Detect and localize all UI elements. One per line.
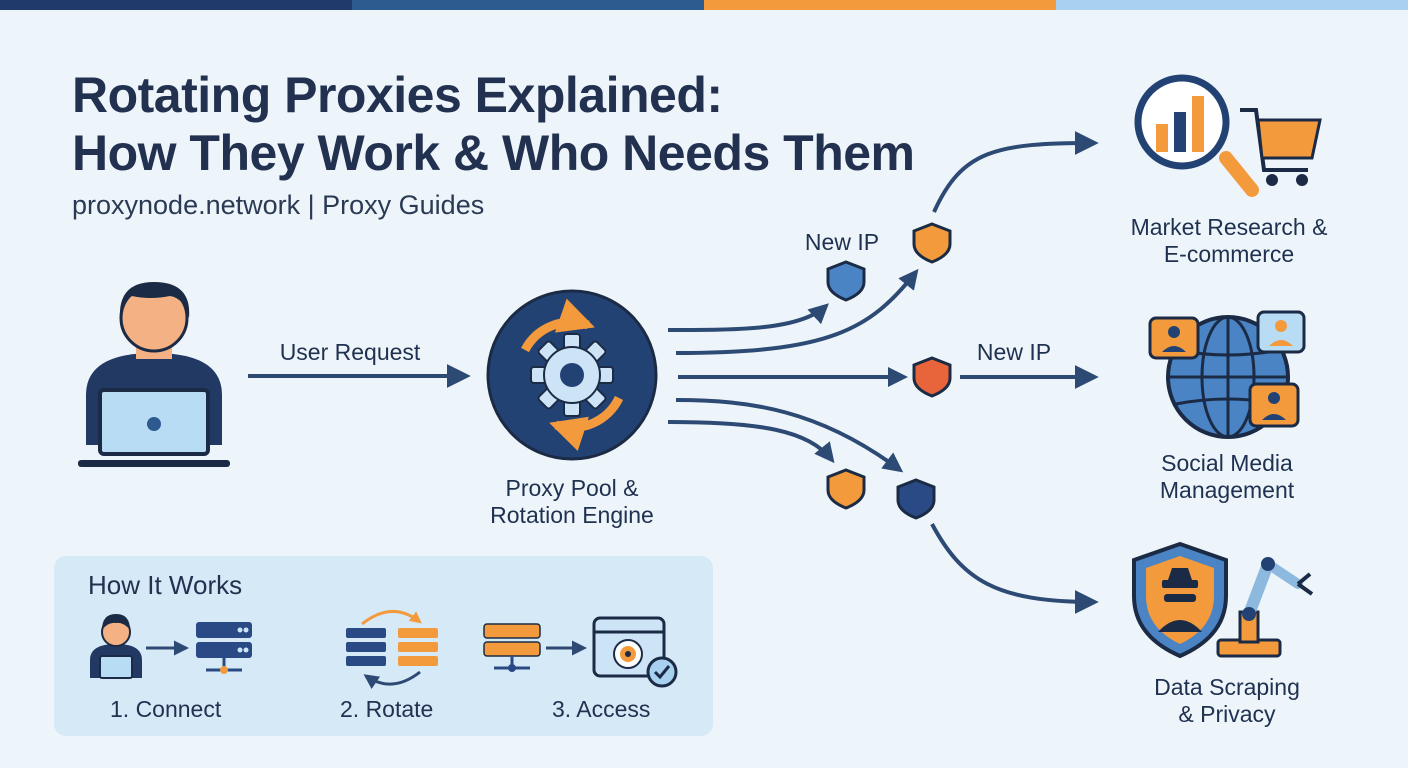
- shield-spy-robot-arm-icon: [1132, 541, 1314, 659]
- shield-icon-orange-2: [826, 468, 866, 510]
- proxy-engine-icon: [486, 289, 658, 461]
- top-bar-segment-orange: [704, 0, 1056, 10]
- top-color-bar: [0, 0, 1408, 10]
- shield-icon-red: [912, 356, 952, 398]
- use-case-label-line-1: Data Scraping: [1154, 674, 1300, 700]
- page-title: Rotating Proxies Explained: How They Wor…: [72, 66, 915, 182]
- shield-icon-blue-1: [826, 260, 866, 302]
- top-bar-segment-navy: [0, 0, 352, 10]
- user-request-label: User Request: [279, 339, 421, 365]
- use-case-label-line-1: Market Research &: [1130, 214, 1328, 240]
- use-case-label-line-1: Social Media: [1161, 450, 1293, 476]
- magnifier-chart-cart-icon: [1134, 74, 1322, 197]
- step-rotate-label: 2. Rotate: [340, 696, 434, 722]
- new-ip-label-top: New IP: [804, 229, 880, 255]
- use-case-label-line-2: & Privacy: [1178, 701, 1276, 727]
- use-case-label-line-2: E-commerce: [1163, 241, 1295, 267]
- user-laptop-icon: [78, 282, 230, 467]
- title-line-1: Rotating Proxies Explained:: [72, 67, 723, 123]
- engine-label-line-1: Proxy Pool &: [505, 475, 639, 501]
- step-rotate-icon: [346, 610, 438, 689]
- use-case-market-research-label: Market Research & E-commerce: [1096, 214, 1362, 268]
- use-case-label-line-2: Management: [1159, 477, 1295, 503]
- new-ip-label-middle: New IP: [976, 339, 1052, 365]
- step-access-target-browser-icon: [592, 616, 678, 688]
- step-access-label: 3. Access: [552, 696, 651, 722]
- step-connect-server-icon: [196, 622, 252, 674]
- how-it-works-title: How It Works: [88, 570, 243, 600]
- title-line-2: How They Work & Who Needs Them: [72, 125, 915, 181]
- top-bar-segment-blue: [352, 0, 704, 10]
- step-connect-user-icon: [90, 614, 142, 679]
- step-access-server-icon: [483, 623, 541, 672]
- use-case-data-scraping-label: Data Scraping & Privacy: [1096, 674, 1358, 728]
- step-connect-label: 1. Connect: [110, 696, 222, 722]
- outgoing-flow-lines: [667, 131, 1099, 614]
- engine-label-line-2: Rotation Engine: [490, 502, 654, 528]
- use-case-social-media-label: Social Media Management: [1096, 450, 1358, 504]
- shield-icon-navy: [896, 478, 936, 520]
- engine-label: Proxy Pool & Rotation Engine: [452, 475, 692, 529]
- top-bar-segment-light: [1056, 0, 1408, 10]
- globe-chat-icon: [1148, 310, 1306, 439]
- subtitle: proxynode.network | Proxy Guides: [72, 190, 485, 220]
- shield-icon-orange-1: [912, 222, 952, 264]
